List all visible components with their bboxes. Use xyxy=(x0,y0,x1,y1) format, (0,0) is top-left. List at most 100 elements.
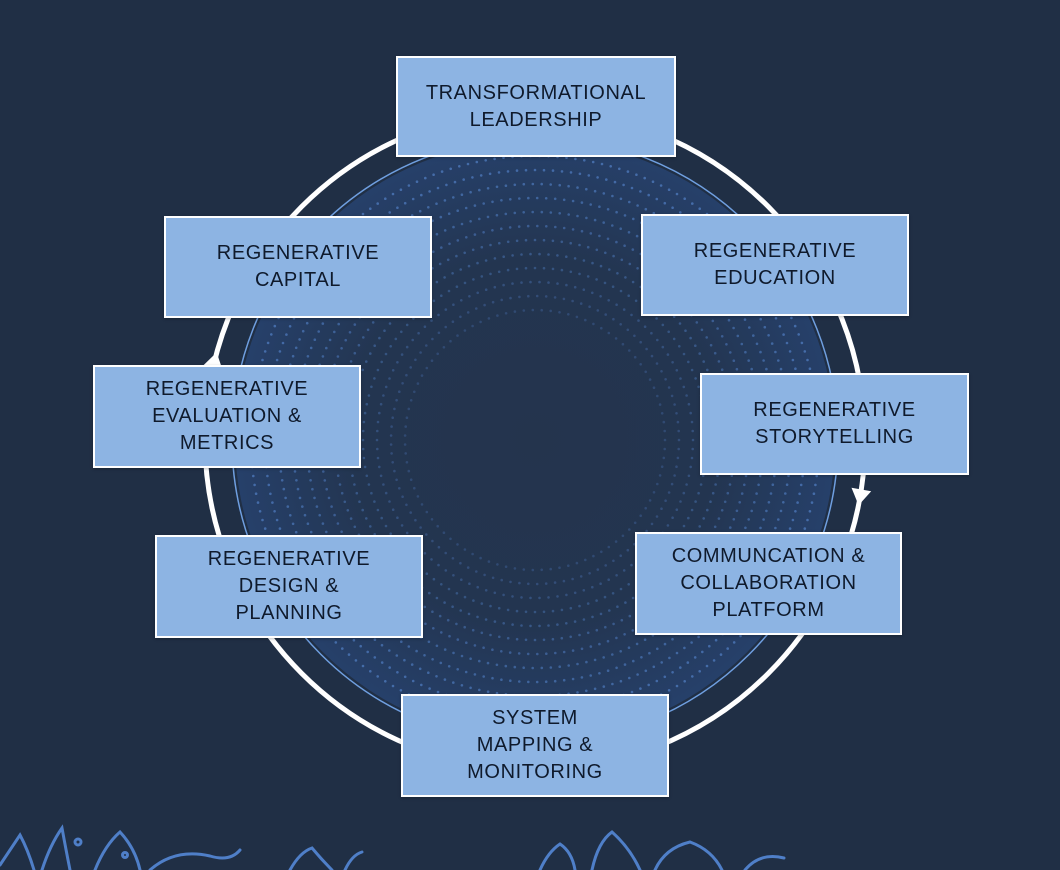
ring-dot xyxy=(694,500,697,503)
ring-dot xyxy=(626,328,630,332)
ring-dot xyxy=(361,447,365,451)
ring-dot xyxy=(281,341,285,345)
ring-dot xyxy=(407,469,411,473)
ring-dot xyxy=(606,669,610,672)
ring-dot xyxy=(586,245,590,249)
ring-dot xyxy=(714,638,718,642)
ring-dot xyxy=(782,501,785,504)
ring-dot xyxy=(522,666,525,669)
ring-dot xyxy=(794,510,797,513)
ring-dot xyxy=(460,654,464,658)
ring-dot xyxy=(569,241,572,245)
ring-dot xyxy=(475,307,478,310)
ring-dot xyxy=(540,182,543,186)
ring-dot xyxy=(469,220,472,223)
ring-dot xyxy=(598,642,601,646)
ring-dot xyxy=(445,183,448,187)
ring-dot xyxy=(619,289,623,293)
ring-dot xyxy=(598,672,601,675)
ring-dot xyxy=(279,470,283,473)
ring-dot xyxy=(611,224,614,227)
ring-dot xyxy=(455,622,458,626)
ring-dot xyxy=(502,622,506,625)
ring-dot xyxy=(567,664,570,667)
ring-dot xyxy=(414,518,417,522)
ring-dot xyxy=(471,248,475,252)
ring-dot xyxy=(571,577,574,581)
ring-dot xyxy=(652,386,656,390)
ring-dot xyxy=(782,333,785,336)
ring-dot xyxy=(691,438,695,442)
ring-dot xyxy=(436,352,440,356)
ring-dot xyxy=(423,325,427,329)
ring-dot xyxy=(607,331,611,335)
ring-dot xyxy=(497,171,501,174)
ring-dot xyxy=(252,474,255,478)
ring-dot xyxy=(333,330,336,334)
ring-dot xyxy=(517,225,521,228)
ring-dot xyxy=(363,465,367,469)
ring-dot xyxy=(808,510,812,513)
ring-dot xyxy=(591,291,594,295)
ring-dot xyxy=(744,350,747,354)
ring-dot xyxy=(777,359,780,362)
ring-dot xyxy=(744,474,748,478)
ring-dot xyxy=(518,197,521,200)
ring-dot xyxy=(379,402,383,406)
ring-dot xyxy=(455,285,459,289)
ring-dot xyxy=(631,629,635,632)
ring-dot xyxy=(656,647,659,651)
ring-dot xyxy=(466,162,470,166)
ring-dot xyxy=(471,176,474,179)
ring-dot xyxy=(777,518,780,521)
ring-dot xyxy=(547,253,550,256)
ring-dot xyxy=(611,194,614,198)
ring-dot xyxy=(584,318,587,322)
ring-dot xyxy=(671,671,674,674)
ring-dot xyxy=(504,212,508,216)
ring-dot xyxy=(606,237,610,241)
ring-dot xyxy=(667,386,671,389)
ring-dot xyxy=(388,211,392,214)
ring-dot xyxy=(430,518,434,521)
ring-dot xyxy=(735,509,739,513)
ring-dot xyxy=(799,483,803,487)
ring-dot xyxy=(621,342,625,346)
ring-dot xyxy=(667,330,670,334)
ring-dot xyxy=(418,209,422,213)
ring-dot xyxy=(313,338,317,342)
ring-dot xyxy=(431,610,434,613)
ring-dot xyxy=(455,592,459,595)
ring-dot xyxy=(690,368,694,372)
ring-dot xyxy=(456,334,459,337)
ring-dot xyxy=(631,280,635,284)
ring-dot xyxy=(443,648,447,651)
ring-dot xyxy=(767,334,770,337)
ring-dot xyxy=(355,491,359,495)
ring-dot xyxy=(391,684,395,688)
ring-dot xyxy=(758,474,762,478)
ring-dot xyxy=(690,420,694,424)
ring-dot xyxy=(301,329,305,333)
ring-dot xyxy=(562,198,566,202)
ring-dot xyxy=(663,201,667,205)
ring-dot xyxy=(515,239,519,243)
ring-dot xyxy=(409,511,413,514)
ring-dot xyxy=(698,525,701,528)
ring-dot xyxy=(309,346,313,350)
ring-dot xyxy=(660,370,663,373)
ring-dot xyxy=(571,199,575,203)
ring-dot xyxy=(619,679,623,683)
ring-dot xyxy=(595,599,598,602)
ring-dot xyxy=(432,627,435,630)
ring-dot xyxy=(373,344,377,348)
ring-dot xyxy=(618,167,621,171)
ring-dot xyxy=(460,684,464,687)
ring-dot xyxy=(419,526,422,529)
ring-dot xyxy=(803,350,807,353)
ring-dot xyxy=(261,358,264,362)
ring-dot xyxy=(576,691,579,694)
ring-dot xyxy=(365,402,369,406)
ring-dot xyxy=(484,259,488,262)
ring-dot xyxy=(615,240,618,244)
